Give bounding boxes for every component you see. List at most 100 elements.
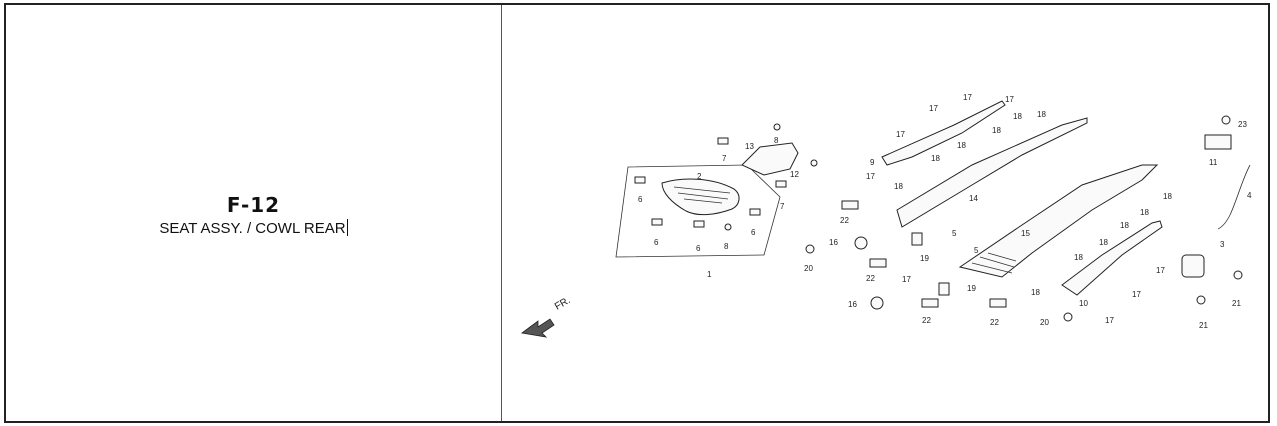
callout-18a: 18	[1013, 112, 1022, 121]
collar-19b	[938, 282, 950, 296]
nut-22d	[989, 298, 1007, 308]
callout-17f: 17	[902, 275, 911, 284]
callout-7b: 7	[780, 202, 785, 211]
title-panel: F-12 SEAT ASSY. / COWL REAR	[6, 5, 502, 421]
rubber-16b	[870, 296, 884, 310]
callout-17h: 17	[1132, 290, 1141, 299]
callout-11: 11	[1209, 158, 1218, 167]
figure-title-text: SEAT ASSY. / COWL REAR	[159, 220, 346, 237]
seat-group-outline	[615, 164, 781, 258]
screw-20a	[805, 244, 815, 254]
clip-6a	[634, 176, 646, 184]
callout-17d: 17	[896, 130, 905, 139]
callout-14: 14	[969, 194, 978, 203]
callout-18e: 18	[931, 154, 940, 163]
callout-8a: 8	[774, 136, 779, 145]
callout-15: 15	[1021, 229, 1030, 238]
clip-7b	[775, 180, 787, 188]
callout-16a: 16	[829, 238, 838, 247]
clip-6b	[651, 218, 663, 226]
callout-22b: 22	[866, 274, 875, 283]
nut-22a	[841, 200, 859, 210]
callout-17i: 17	[1105, 316, 1114, 325]
side-rail-part	[896, 117, 1088, 228]
callout-22c: 22	[922, 316, 931, 325]
page-frame: F-12 SEAT ASSY. / COWL REAR	[4, 3, 1270, 423]
nut-22c	[921, 298, 939, 308]
callout-3: 3	[1220, 240, 1225, 249]
callout-19b: 19	[967, 284, 976, 293]
cowl-lower-part	[1061, 220, 1163, 296]
callout-21b: 21	[1199, 321, 1208, 330]
figure-code: F-12	[226, 193, 281, 217]
callout-13: 13	[745, 142, 754, 151]
callout-18k: 18	[1074, 253, 1083, 262]
front-direction-label: FR.	[553, 295, 572, 313]
callout-18c: 18	[992, 126, 1001, 135]
callout-6d: 6	[751, 228, 756, 237]
callout-1: 1	[707, 270, 712, 279]
clip-7a	[717, 137, 729, 145]
callout-16b: 16	[848, 300, 857, 309]
seat-part	[661, 178, 740, 216]
bolt-21a	[1196, 295, 1206, 305]
callout-18h: 18	[1140, 208, 1149, 217]
callout-10: 10	[1079, 299, 1088, 308]
grommet-12	[810, 159, 818, 167]
bolt-21b	[1233, 270, 1243, 280]
seat-lock-part	[1181, 254, 1205, 278]
callout-7a: 7	[722, 154, 727, 163]
seat-cover-part	[741, 142, 799, 176]
grommet-8a	[773, 123, 781, 131]
callout-6b: 6	[654, 238, 659, 247]
callout-5a: 5	[952, 229, 957, 238]
cowl-rear-hatch	[971, 252, 1017, 274]
callout-17e: 17	[866, 172, 875, 181]
callout-9: 9	[870, 158, 875, 167]
callout-6c: 6	[696, 244, 701, 253]
callout-6a: 6	[638, 195, 643, 204]
text-cursor	[346, 219, 348, 236]
callout-8b: 8	[724, 242, 729, 251]
callout-17a: 17	[963, 93, 972, 102]
callout-20a: 20	[804, 264, 813, 273]
cowl-rear-part	[958, 164, 1159, 278]
callout-17c: 17	[929, 104, 938, 113]
callout-12: 12	[790, 170, 799, 179]
callout-17g: 17	[1156, 266, 1165, 275]
callout-21a: 21	[1232, 299, 1241, 308]
callout-18b: 18	[1037, 110, 1046, 119]
callout-18g: 18	[1163, 192, 1172, 201]
screw-20b	[1063, 312, 1073, 322]
parts-diagram-panel: FR.	[502, 5, 1268, 421]
callout-2: 2	[697, 172, 702, 181]
callout-5b: 5	[974, 246, 979, 255]
callout-17b: 17	[1005, 95, 1014, 104]
cowl-upper-part	[881, 100, 1006, 166]
callout-22a: 22	[840, 216, 849, 225]
callout-19a: 19	[920, 254, 929, 263]
callout-18f: 18	[894, 182, 903, 191]
callout-labels: 1 2 3 4 5 5 6 6 6 6 7 7 8 8 9 10 11 12 1…	[638, 93, 1252, 330]
nut-22b	[869, 258, 887, 268]
fasteners	[634, 115, 1243, 322]
rubber-16a	[854, 236, 868, 250]
collar-19a	[911, 232, 923, 246]
callout-18i: 18	[1120, 221, 1129, 230]
callout-23: 23	[1238, 120, 1247, 129]
bracket-part	[1204, 134, 1232, 150]
exploded-parts-diagram: FR.	[521, 93, 1252, 338]
seat-stripes	[673, 186, 731, 204]
callout-20b: 20	[1040, 318, 1049, 327]
clip-6c	[693, 220, 705, 228]
seat-cable-part	[1217, 164, 1251, 230]
figure-title: SEAT ASSY. / COWL REAR	[6, 219, 501, 237]
callout-18j: 18	[1099, 238, 1108, 247]
callout-4: 4	[1247, 191, 1252, 200]
front-direction-arrow	[521, 318, 555, 338]
callout-18l: 18	[1031, 288, 1040, 297]
clip-6d	[749, 208, 761, 216]
grommet-8b	[724, 223, 732, 231]
callout-22d: 22	[990, 318, 999, 327]
bolt-23	[1221, 115, 1231, 125]
